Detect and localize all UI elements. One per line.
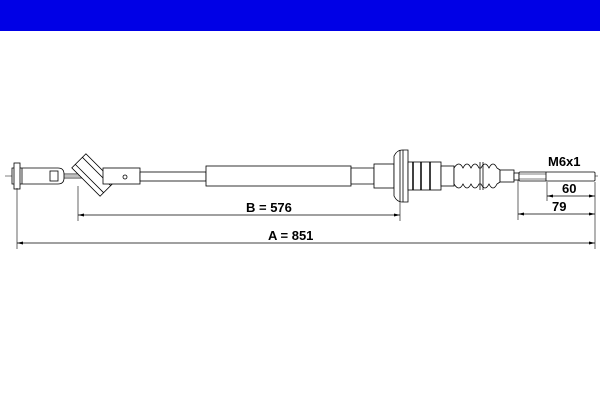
dimension-lines — [17, 195, 595, 244]
part-number: 24.3728-2900.2 — [177, 34, 332, 59]
threaded-end — [518, 171, 596, 182]
dimension-a-label: A = 851 — [268, 228, 313, 243]
mounting-bracket — [71, 153, 115, 197]
ferrule — [102, 167, 207, 185]
title-bar: 24.3728-2900.2 592900 — [0, 0, 600, 59]
dimension-b-label: B = 576 — [246, 200, 292, 215]
reference-number: 592900 — [361, 34, 436, 59]
dimension-79-label: 79 — [552, 199, 566, 214]
grommet-assembly — [350, 149, 455, 203]
bellows-boot — [453, 162, 520, 190]
dimension-60-label: 60 — [562, 181, 576, 196]
arrowheads — [17, 194, 595, 245]
cable-sheath — [205, 165, 352, 187]
clevis-end — [11, 162, 82, 190]
thread-label: M6x1 — [548, 154, 581, 169]
